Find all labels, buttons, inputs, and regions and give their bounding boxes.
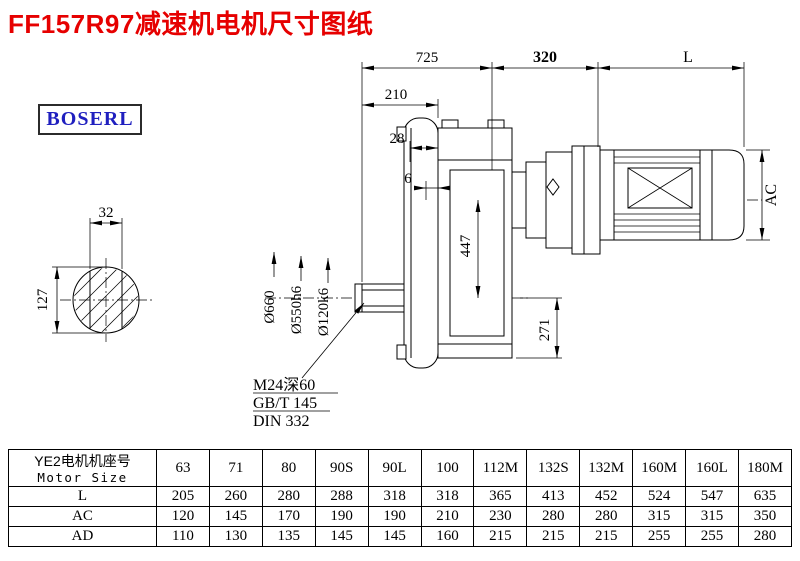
table-cell: 215 xyxy=(526,526,581,547)
table-row-L: L 205 260 280 288 318 318 365 413 452 52… xyxy=(8,486,793,507)
table-cell: 145 xyxy=(314,526,369,547)
motor-view xyxy=(599,149,745,241)
dim-320-label: 320 xyxy=(533,49,557,66)
table-cell: 318 xyxy=(420,486,475,507)
table-cell: 255 xyxy=(685,526,739,547)
row-label-cell: AD xyxy=(8,526,157,547)
gb-standard-label: GB/T 145 xyxy=(253,395,317,412)
col-header-cell: 80 xyxy=(261,449,316,487)
table-cell: 255 xyxy=(632,526,687,547)
col-header-cell: 71 xyxy=(208,449,263,487)
table-cell: 135 xyxy=(261,526,316,547)
dim-AC-label: AC xyxy=(763,184,780,206)
col-header-cell: 63 xyxy=(156,449,210,487)
table-cell: 315 xyxy=(685,506,739,527)
table-cell: 280 xyxy=(579,506,634,527)
table-cell: 210 xyxy=(420,506,475,527)
header-label-cn: YE2电机机座号 xyxy=(34,452,131,469)
table-cell: 288 xyxy=(314,486,369,507)
col-header-cell: 90L xyxy=(367,449,422,487)
mounting-flange xyxy=(396,117,439,369)
table-cell: 635 xyxy=(737,486,793,507)
dimension-table: YE2电机机座号 Motor Size 63 71 80 90S 90L 100… xyxy=(8,449,793,547)
table-cell: 524 xyxy=(632,486,687,507)
table-row-AD: AD 110 130 135 145 145 160 215 215 215 2… xyxy=(8,526,793,547)
table-cell: 280 xyxy=(737,526,793,547)
table-cell: 215 xyxy=(579,526,634,547)
page-title: FF157R97减速机电机尺寸图纸 xyxy=(8,9,374,39)
coupling-adapter xyxy=(511,145,601,255)
col-header-cell: 132M xyxy=(579,449,634,487)
table-cell: 280 xyxy=(261,486,316,507)
table-cell: 170 xyxy=(261,506,316,527)
gear-housing xyxy=(437,119,513,359)
dim-32-label: 32 xyxy=(99,205,114,221)
col-header-cell: 90S xyxy=(314,449,369,487)
table-cell: 280 xyxy=(526,506,581,527)
motor-size-header-cell: YE2电机机座号 Motor Size xyxy=(8,449,157,487)
table-cell: 130 xyxy=(208,526,263,547)
table-cell: 318 xyxy=(367,486,422,507)
dia-660-label: Ø660 xyxy=(262,290,278,323)
table-cell: 110 xyxy=(156,526,210,547)
table-cell: 230 xyxy=(473,506,528,527)
dim-210-label: 210 xyxy=(385,87,408,103)
dim-447-label: 447 xyxy=(458,234,474,257)
col-header-cell: 160L xyxy=(685,449,739,487)
table-row-AC: AC 120 145 170 190 190 210 230 280 280 3… xyxy=(8,506,793,527)
header-label-en: Motor Size xyxy=(37,469,128,485)
col-header-cell: 112M xyxy=(473,449,528,487)
thread-note-label: M24深60 xyxy=(253,376,315,394)
brand-logo-text: BOSERL xyxy=(46,108,134,130)
table-cell: 145 xyxy=(208,506,263,527)
gearbox-assembly-view xyxy=(265,117,762,369)
table-cell: 190 xyxy=(367,506,422,527)
dim-L-label: L xyxy=(683,49,693,66)
table-cell: 120 xyxy=(156,506,210,527)
dim-28-label: 28 xyxy=(390,131,405,147)
table-cell: 215 xyxy=(473,526,528,547)
table-cell: 160 xyxy=(420,526,475,547)
table-cell: 452 xyxy=(579,486,634,507)
row-label-cell: AC xyxy=(8,506,157,527)
col-header-cell: 132S xyxy=(526,449,581,487)
table-header-row: YE2电机机座号 Motor Size 63 71 80 90S 90L 100… xyxy=(8,449,793,487)
dim-6-label: 6 xyxy=(404,171,412,187)
shaft-end-view: 32 127 xyxy=(35,205,152,342)
dim-127-label: 127 xyxy=(35,288,51,311)
table-cell: 413 xyxy=(526,486,581,507)
dimension-annotations: 725 320 L 210 28 6 AC 447 xyxy=(253,49,780,430)
dia-120-label: Ø120k6 xyxy=(316,287,332,336)
table-cell: 315 xyxy=(632,506,687,527)
din-standard-label: DIN 332 xyxy=(253,413,309,430)
brand-logo: BOSERL xyxy=(38,104,142,135)
table-cell: 190 xyxy=(314,506,369,527)
table-cell: 260 xyxy=(208,486,263,507)
table-cell: 145 xyxy=(367,526,422,547)
dim-271-label: 271 xyxy=(537,319,553,342)
table-cell: 350 xyxy=(737,506,793,527)
fan-cover xyxy=(711,149,745,241)
diamond-mark xyxy=(546,178,560,196)
col-header-cell: 160M xyxy=(632,449,687,487)
col-header-cell: 100 xyxy=(420,449,475,487)
dia-550-label: Ø550h6 xyxy=(289,285,305,334)
dim-725-label: 725 xyxy=(416,50,439,66)
table-cell: 365 xyxy=(473,486,528,507)
col-header-cell: 180M xyxy=(737,449,793,487)
row-label-cell: L xyxy=(8,486,157,507)
output-shaft xyxy=(354,283,405,313)
table-cell: 205 xyxy=(156,486,210,507)
table-cell: 547 xyxy=(685,486,739,507)
